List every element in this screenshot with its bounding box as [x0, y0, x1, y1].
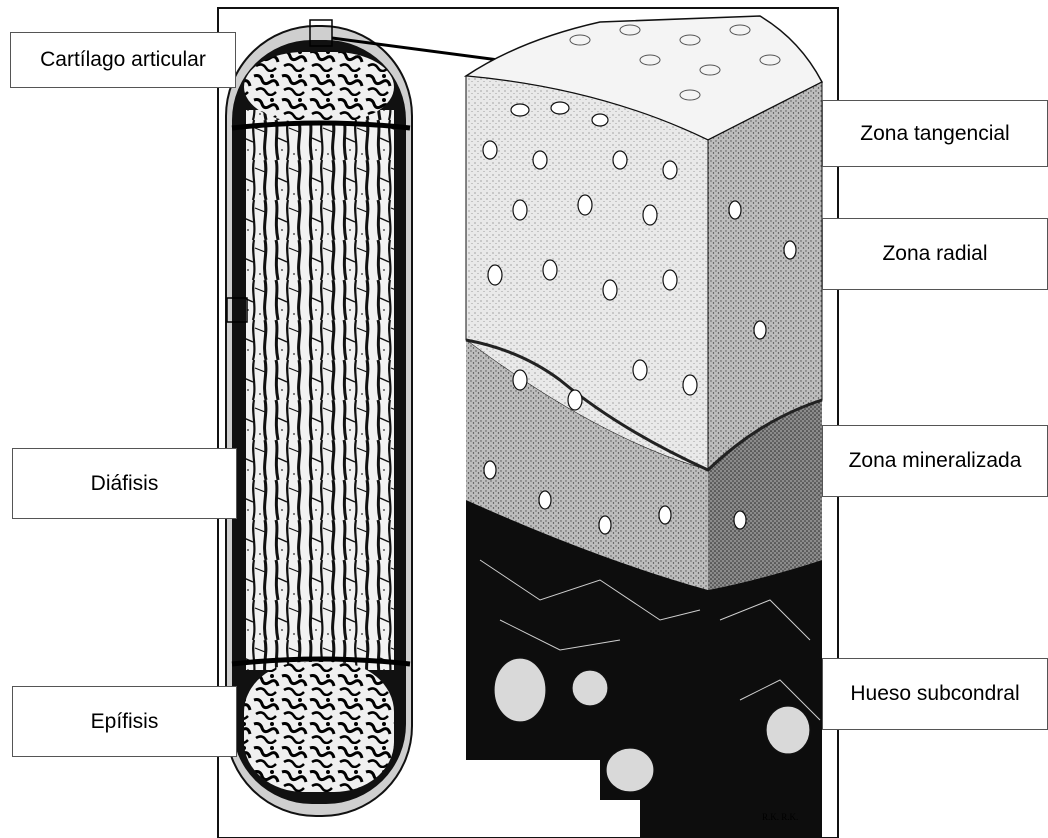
label-cartilago-articular: Cartílago articular: [10, 32, 236, 88]
bone-diaphysis-trabeculae: [246, 110, 394, 670]
bone-epiphysis-bottom: [244, 662, 394, 792]
cartilage-block-illustration: [466, 16, 822, 838]
label-diafisis: Diáfisis: [12, 448, 237, 519]
label-zona-mineralizada: Zona mineralizada: [822, 425, 1048, 497]
label-zona-radial: Zona radial: [822, 218, 1048, 290]
artist-signature: R.K. R.K.: [762, 812, 798, 822]
label-hueso-subcondral: Hueso subcondral: [822, 658, 1048, 730]
label-zona-tangencial: Zona tangencial: [822, 100, 1048, 167]
label-epifisis: Epífisis: [12, 686, 237, 757]
bone-epiphysis-top: [244, 52, 394, 122]
long-bone-illustration: [226, 20, 412, 816]
